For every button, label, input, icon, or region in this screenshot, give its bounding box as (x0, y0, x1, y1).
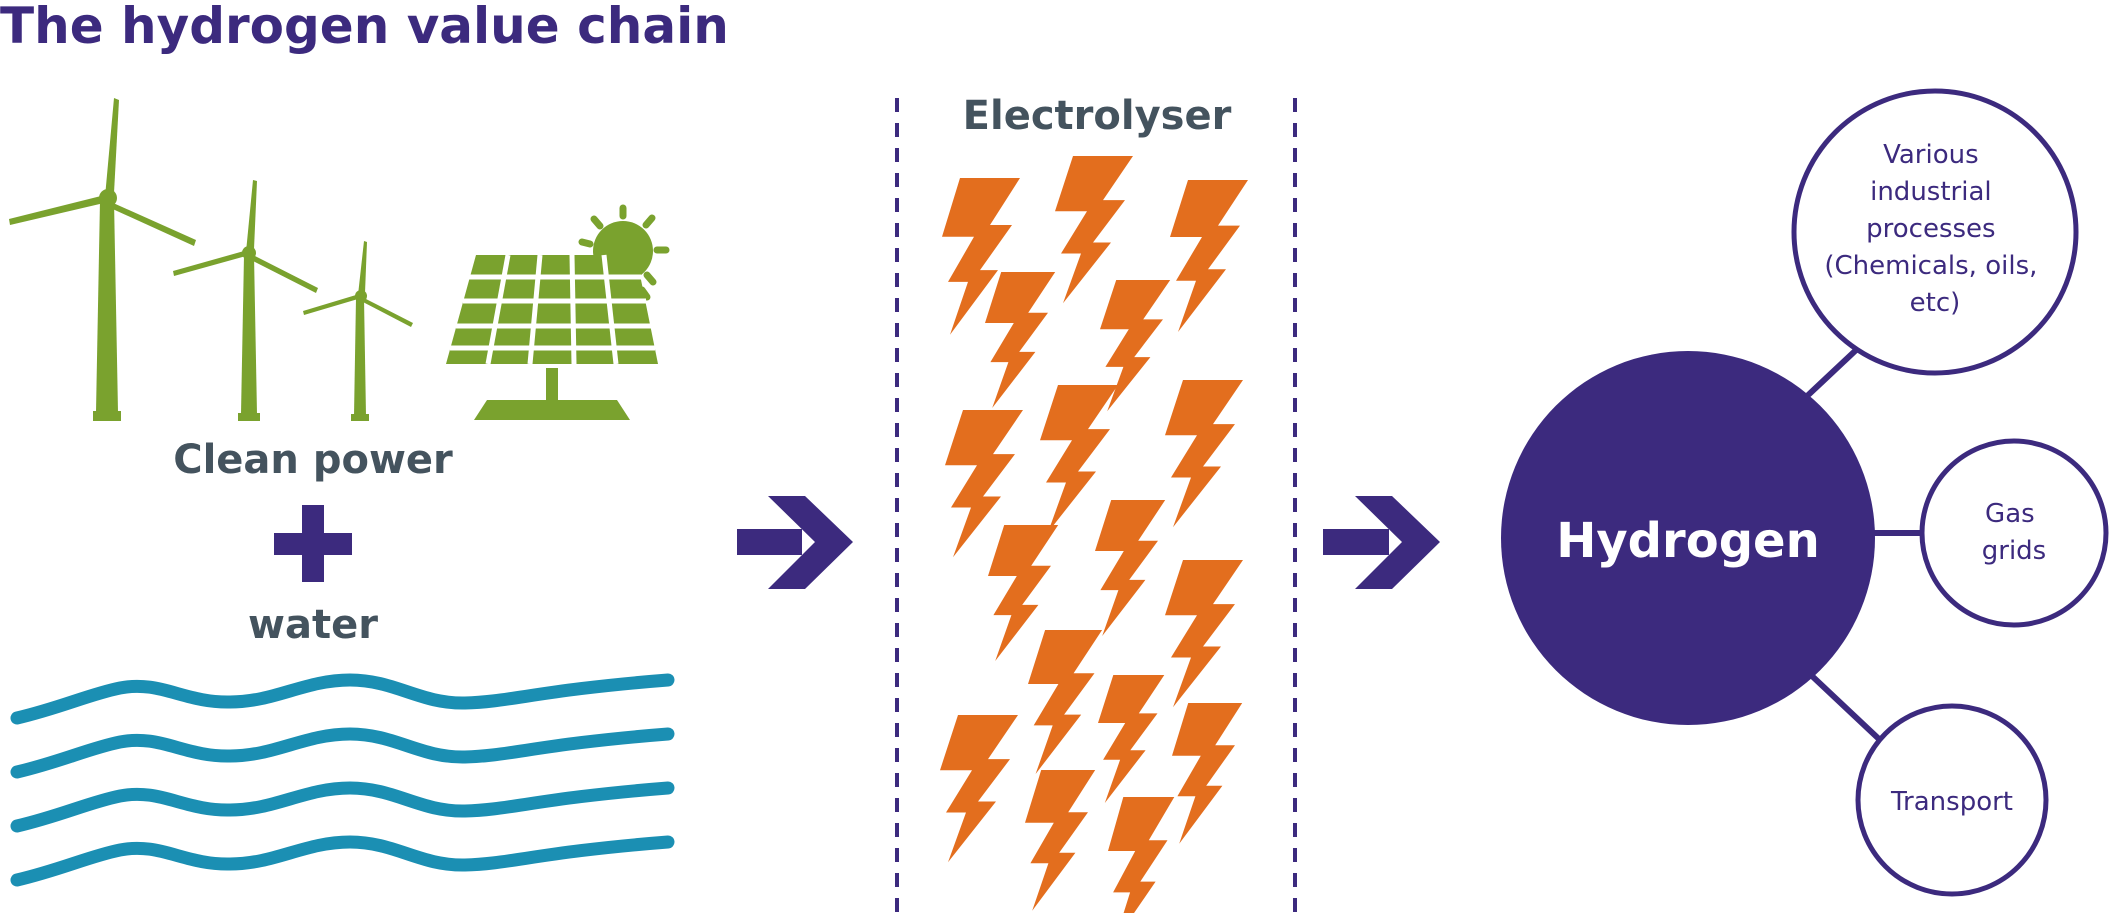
use-node-circle (1791, 88, 2079, 376)
electrolyser-label: Electrolyser (963, 93, 1232, 139)
lightning-bolt-icon (1098, 675, 1165, 803)
lightning-bolt-icon (1108, 797, 1175, 913)
use-node-label: Gas grids (1982, 499, 2046, 566)
arrow-right-icon (1323, 496, 1440, 589)
use-node-label: Transport (1890, 787, 2013, 817)
water-waves-icon (10, 673, 675, 887)
plus-icon (274, 505, 352, 582)
use-node-label: Various industrial processes (Chemicals,… (1824, 140, 2045, 318)
hydrogen-hub-label: Hydrogen (1556, 513, 1820, 569)
wind-turbine-icon (173, 180, 318, 421)
wind-turbine-icon (303, 241, 413, 421)
water-label: water (248, 602, 378, 648)
lightning-bolt-icon (1165, 560, 1243, 708)
use-node-circle (1855, 703, 2049, 897)
use-node-industrial: Various industrial processes (Chemicals,… (1791, 88, 2079, 376)
use-node-circle (1919, 438, 2109, 628)
wind-turbine-icon (9, 98, 196, 421)
page-title: The hydrogen value chain (0, 0, 729, 55)
lightning-bolt-icon (1170, 180, 1248, 332)
lightning-bolt-icon (1025, 770, 1096, 911)
connector-transport (1809, 673, 1883, 743)
lightning-bolt-icon (1040, 385, 1118, 533)
use-node-gas-grids: Gas grids (1919, 438, 2109, 628)
lightning-bolt-icon (940, 715, 1018, 863)
lightning-bolt-icon (1172, 703, 1243, 844)
solar-panel-group (446, 204, 670, 420)
lightning-bolt-icon (1028, 630, 1103, 774)
solar-panel-icon (446, 254, 658, 420)
arrow-right-icon (737, 496, 853, 589)
lightning-bolt-icon (1165, 380, 1243, 528)
wind-turbines-group (9, 98, 413, 421)
lightning-bolt-icon (1095, 500, 1166, 636)
hydrogen-hub-circle (1501, 351, 1875, 725)
clean-power-label: Clean power (173, 437, 453, 483)
lightning-bolt-icon (985, 272, 1056, 408)
lightning-bolts-group (940, 156, 1248, 913)
use-node-transport: Transport (1855, 703, 2049, 897)
